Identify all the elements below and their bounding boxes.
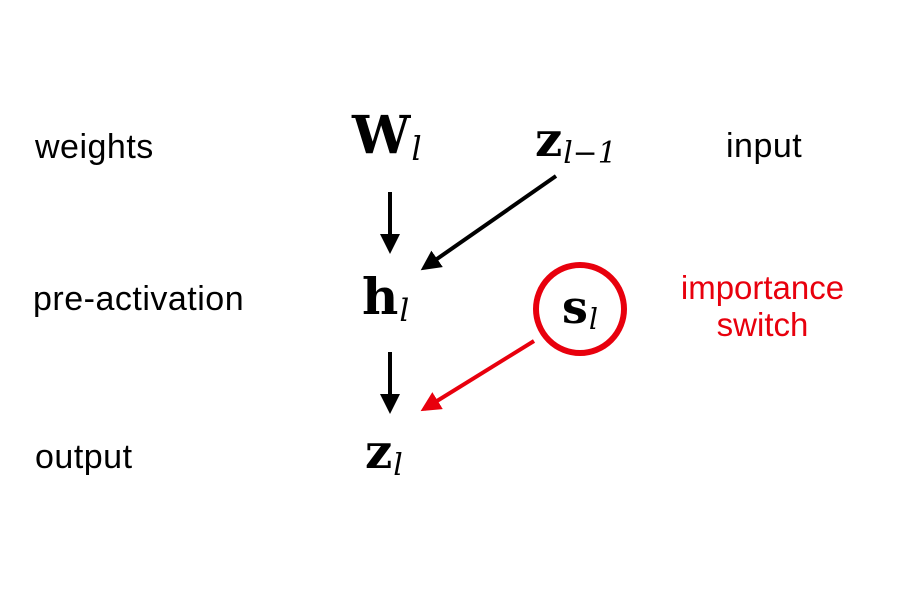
node-weights-subscript: l: [411, 130, 422, 169]
label-weights: weights: [35, 128, 154, 166]
importance-switch-label-line1: importance: [680, 269, 845, 306]
node-output-symbol: z: [365, 424, 393, 480]
node-switch-subscript: l: [588, 303, 599, 337]
node-switch-s: sl: [540, 284, 620, 335]
node-weights-symbol: W: [352, 105, 411, 166]
node-preactivation-symbol: h: [362, 267, 399, 326]
importance-switch-circle: [533, 262, 627, 356]
label-pre-activation: pre-activation: [33, 280, 245, 318]
importance-switch-label: importance switch: [645, 269, 880, 344]
node-input-z: zl−1: [535, 116, 617, 168]
node-output-z: zl: [365, 428, 403, 480]
label-input: input: [726, 127, 803, 165]
label-output: output: [35, 438, 133, 476]
node-weights-W: Wl: [352, 110, 422, 169]
arrow-switch-to-output: [420, 339, 536, 412]
node-switch-symbol: s: [561, 280, 588, 334]
importance-switch-label-line2: switch: [716, 305, 809, 343]
arrow-input-to-preactivation: [420, 174, 558, 271]
node-input-subscript: l−1: [563, 135, 617, 171]
node-preactivation-h: hl: [362, 272, 409, 327]
node-input-symbol: z: [535, 112, 563, 168]
node-output-subscript: l: [393, 447, 403, 483]
node-preactivation-subscript: l: [399, 292, 410, 329]
